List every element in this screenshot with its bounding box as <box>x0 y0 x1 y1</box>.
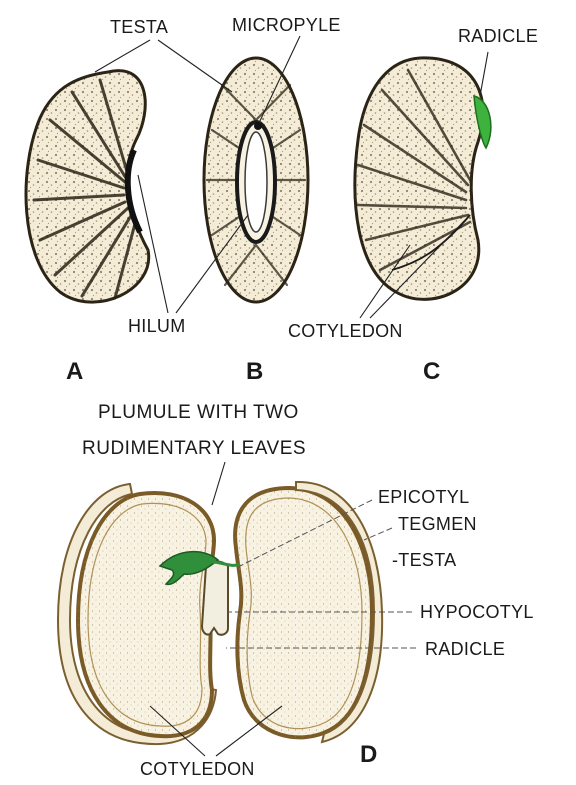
label-hypocotyl: HYPOCOTYL <box>420 602 534 622</box>
label-hilum: HILUM <box>128 316 186 336</box>
label-testa: TESTA <box>110 17 168 37</box>
panel-letter-b: B <box>246 358 263 385</box>
seed-a <box>26 71 149 302</box>
label-radicle-section: RADICLE <box>425 639 505 659</box>
label-cotyledon-section: COTYLEDON <box>140 759 255 779</box>
label-testa-section: -TESTA <box>392 550 456 570</box>
label-plumule-line2: RUDIMENTARY LEAVES <box>82 438 306 459</box>
seed-section-d <box>58 482 382 744</box>
label-plumule-line1: PLUMULE WITH TWO <box>98 402 299 423</box>
label-tegmen: TEGMEN <box>398 514 477 534</box>
label-epicotyl: EPICOTYL <box>378 487 469 507</box>
seed-b-micropyle <box>254 122 262 130</box>
seed-b <box>204 58 308 302</box>
panel-letter-d: D <box>360 741 377 768</box>
section-embryo-axis <box>202 562 228 635</box>
label-cotyledon-top: COTYLEDON <box>288 321 403 341</box>
label-micropyle: MICROPYLE <box>232 15 341 35</box>
panel-letter-c: C <box>423 358 440 385</box>
panel-letter-a: A <box>66 358 83 385</box>
label-radicle-top: RADICLE <box>458 26 538 46</box>
